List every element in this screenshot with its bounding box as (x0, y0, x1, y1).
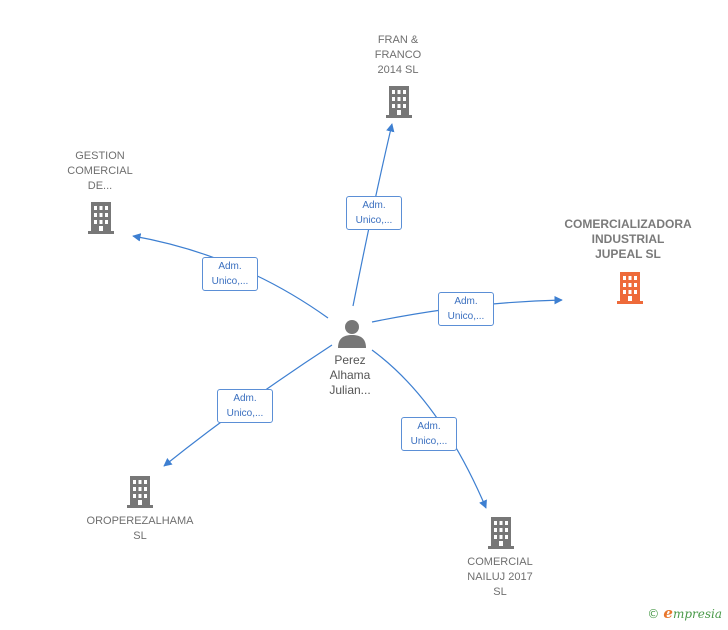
edge-label-line: Adm. (454, 296, 478, 307)
edge-label-line: Adm. (218, 261, 242, 272)
edge-label-line: Unico,... (226, 408, 264, 419)
edge-label-comercial-nailuj[interactable]: Adm. Unico,... (401, 417, 457, 451)
building-icon[interactable] (86, 200, 116, 234)
edge-label-line: Unico,... (355, 215, 393, 226)
edge-label-line: Adm. (362, 200, 386, 211)
company-label-line: COMERCIAL (467, 556, 533, 568)
company-label-line: NAILUJ 2017 (467, 571, 533, 583)
brand-initial: e (663, 604, 673, 622)
copyright-symbol: © (647, 607, 660, 621)
company-label-line: COMERCIAL (67, 165, 133, 177)
company-label-line: GESTION (75, 150, 125, 162)
edge-label-line: Unico,... (211, 276, 249, 287)
company-label-line: COMERCIALIZADORA (564, 217, 692, 231)
company-label-comercializadora[interactable]: COMERCIALIZADORA INDUSTRIAL JUPEAL SL (552, 217, 704, 262)
building-icon[interactable] (486, 515, 516, 549)
company-label-gestion-comercial[interactable]: GESTION COMERCIAL DE... (54, 149, 146, 194)
company-label-line: DE... (87, 180, 113, 192)
brand-watermark: ©empresia (647, 604, 722, 622)
building-icon[interactable] (384, 84, 414, 118)
company-label-line: JUPEAL SL (595, 247, 661, 261)
building-icon[interactable] (125, 474, 155, 508)
person-label-line: Alhama (329, 368, 371, 382)
person-label-line: Perez (334, 353, 366, 367)
brand-name: mpresia (672, 607, 722, 621)
edge-comercial-nailuj (371, 349, 487, 509)
company-label-line: INDUSTRIAL (591, 232, 665, 246)
company-label-line: SL (133, 530, 147, 542)
company-label-line: FRANCO (374, 49, 422, 61)
building-icon[interactable] (615, 270, 645, 304)
edge-label-oroperezalhama[interactable]: Adm. Unico,... (217, 389, 273, 423)
edge-label-comercializadora[interactable]: Adm. Unico,... (438, 292, 494, 326)
edge-label-gestion-comercial[interactable]: Adm. Unico,... (202, 257, 258, 291)
company-label-line: 2014 SL (377, 64, 419, 76)
company-label-fran-franco[interactable]: FRAN & FRANCO 2014 SL (352, 33, 444, 78)
company-label-line: SL (493, 586, 507, 598)
edge-label-fran-franco[interactable]: Adm. Unico,... (346, 196, 402, 230)
edge-label-line: Unico,... (447, 311, 485, 322)
company-label-line: OROPEREZALHAMA (86, 515, 194, 527)
company-label-comercial-nailuj[interactable]: COMERCIAL NAILUJ 2017 SL (452, 555, 548, 600)
person-label[interactable]: Perez Alhama Julian... (310, 353, 390, 398)
person-label-line: Julian... (329, 383, 371, 397)
edge-label-line: Adm. (233, 393, 257, 404)
person-icon[interactable] (336, 317, 368, 349)
edge-label-line: Unico,... (410, 436, 448, 447)
company-label-line: FRAN & (377, 34, 419, 46)
company-label-oroperezalhama[interactable]: OROPEREZALHAMA SL (70, 514, 210, 544)
edge-label-line: Adm. (417, 421, 441, 432)
